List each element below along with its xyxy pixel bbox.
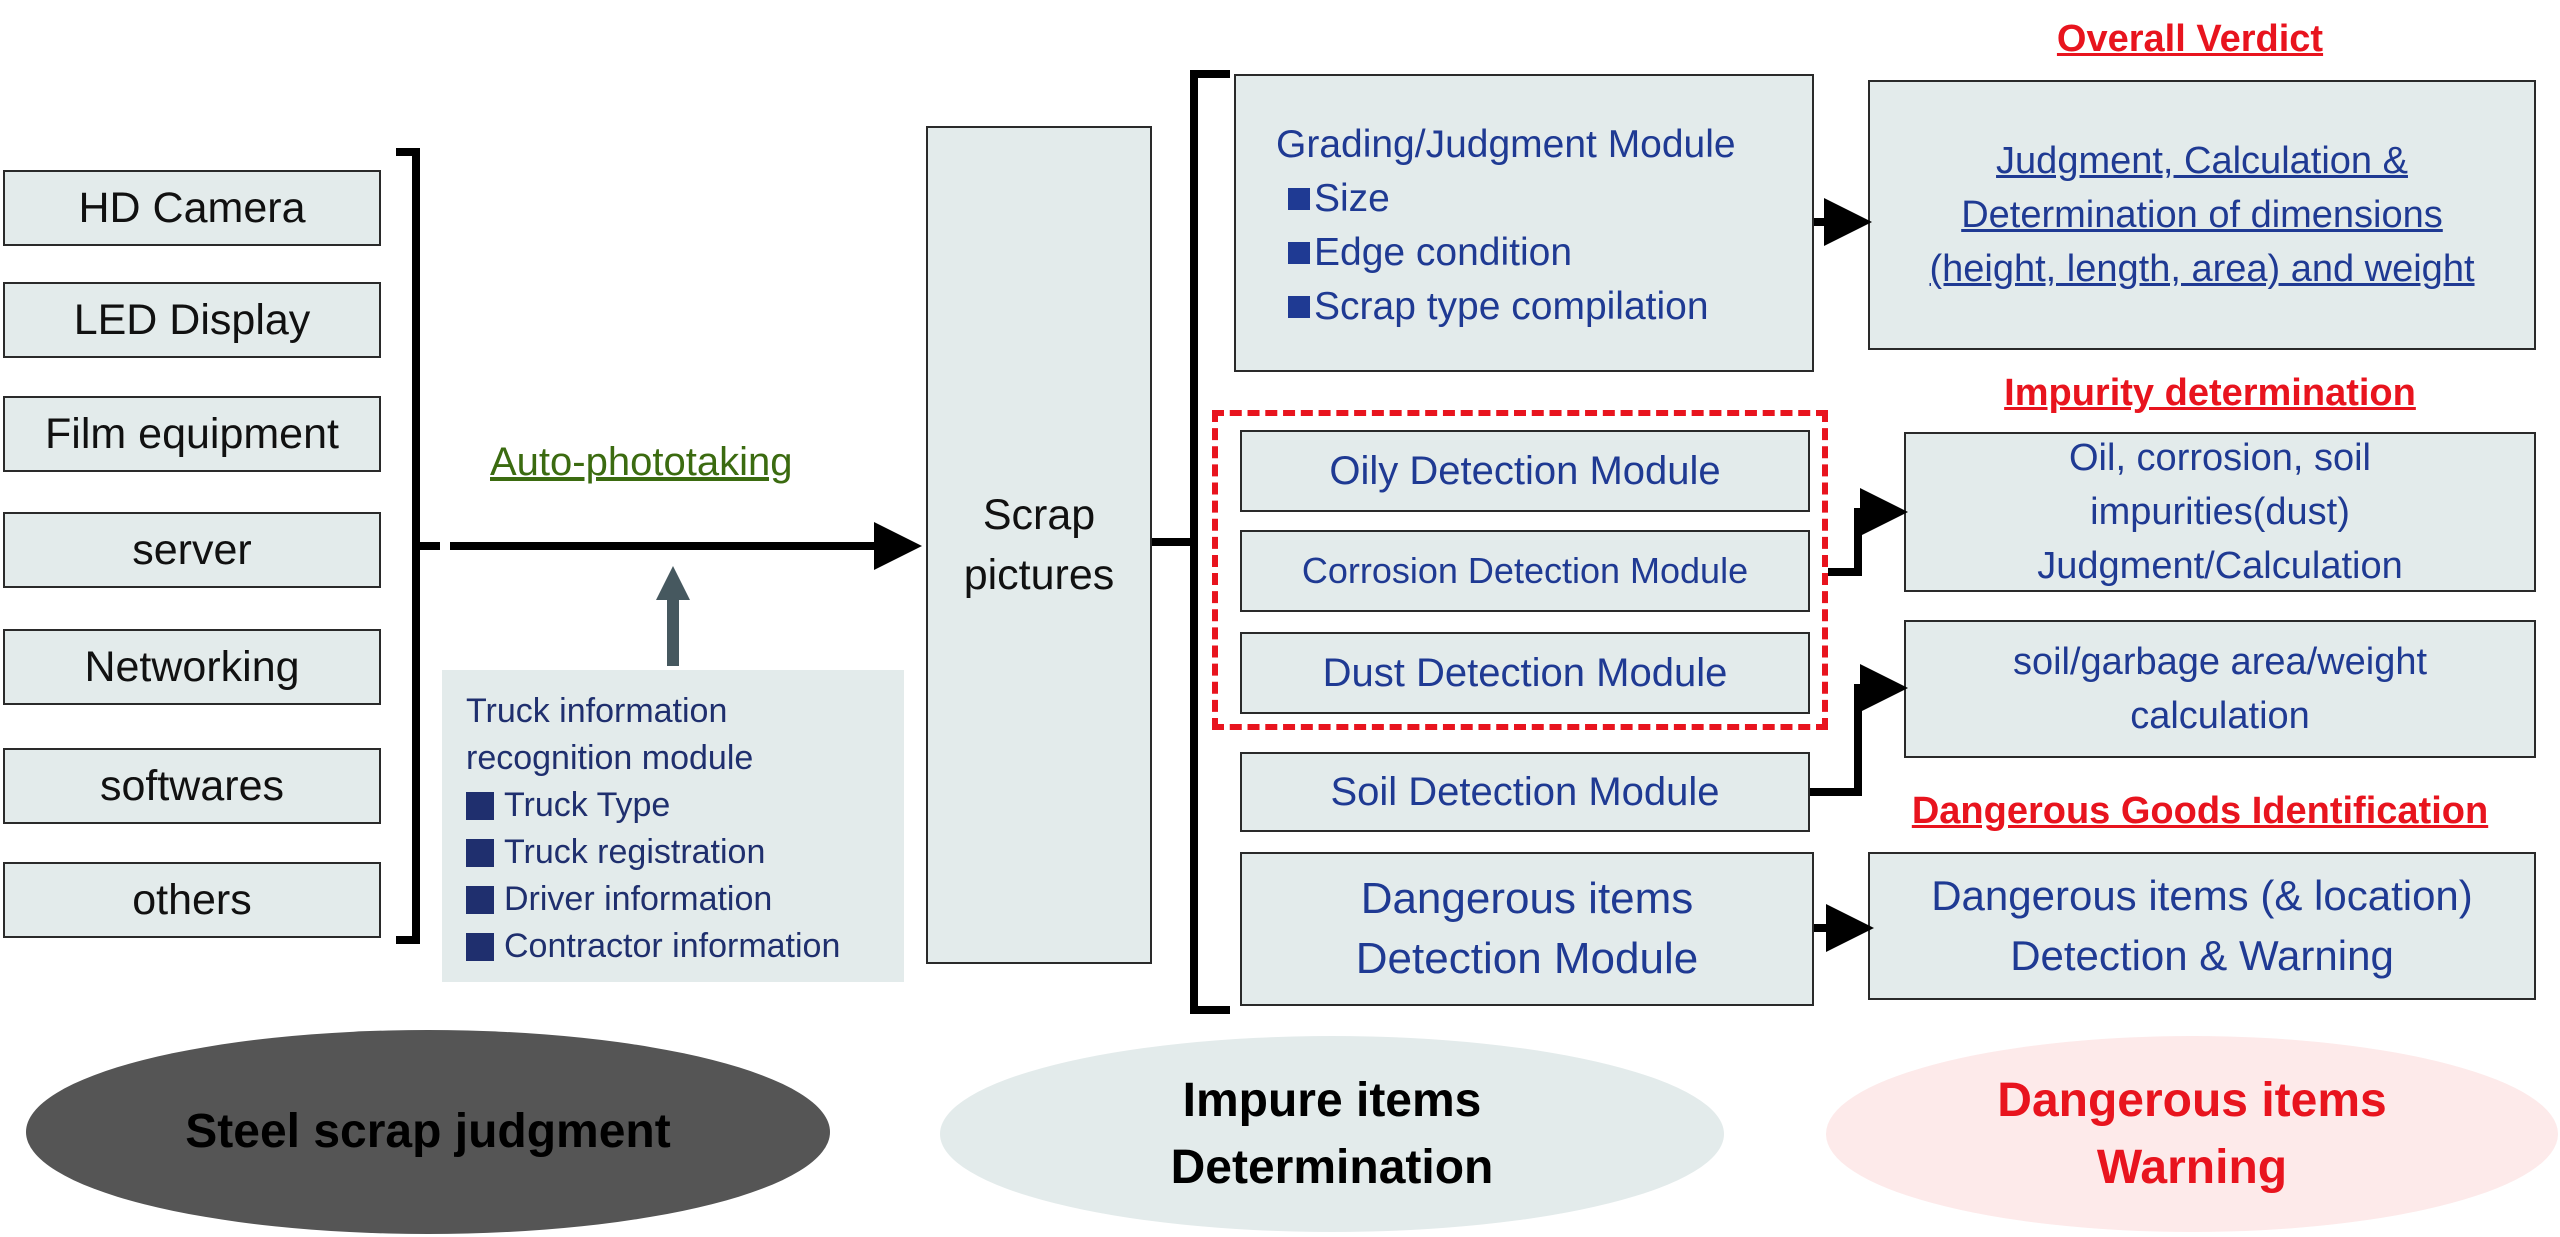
oval-label-line: Warning bbox=[2096, 1141, 2288, 1194]
impurity-output-box: Oil, corrosion, soil impurities(dust) Ju… bbox=[1904, 432, 2536, 592]
grading-item-label: Size bbox=[1314, 177, 1390, 220]
input-label: softwares bbox=[99, 761, 284, 810]
input-label: HD Camera bbox=[78, 183, 306, 232]
truck-info-title-line: recognition module bbox=[466, 739, 754, 777]
judgment-line: Judgment, Calculation & bbox=[1996, 140, 2408, 182]
input-box-softwares: softwares bbox=[3, 748, 381, 824]
soil-arrow bbox=[1810, 664, 1908, 796]
truck-item-label: Contractor information bbox=[504, 927, 841, 965]
scrap-pictures-box: Scrap pictures bbox=[926, 126, 1152, 964]
input-label: Networking bbox=[84, 642, 300, 691]
auto-phototaking-label: Auto-phototaking bbox=[490, 440, 793, 484]
soil-line: calculation bbox=[2130, 695, 2310, 737]
impurity-line: Oil, corrosion, soil bbox=[2069, 437, 2371, 479]
dangerous-items-detection-module: Dangerous items Detection Module bbox=[1240, 852, 1814, 1006]
impurity-determination-heading: Impurity determination bbox=[2004, 372, 2416, 414]
module-label: Corrosion Detection Module bbox=[1301, 550, 1749, 591]
truck-info-item: Truck registration bbox=[466, 829, 904, 876]
oval-label-line: Impure items bbox=[1182, 1073, 1482, 1127]
danger-output-box: Dangerous items (& location) Detection &… bbox=[1868, 852, 2536, 1000]
dangerous-items-warning-oval: Dangerous items Warning bbox=[1826, 1036, 2558, 1232]
input-box-server: server bbox=[3, 512, 381, 588]
truck-item-label: Driver information bbox=[504, 880, 773, 918]
truck-info-module: Truck information recognition module Tru… bbox=[442, 670, 904, 982]
truck-item-label: Truck registration bbox=[504, 833, 766, 871]
left-bracket bbox=[396, 148, 420, 944]
scrap-line: pictures bbox=[963, 551, 1115, 599]
grading-item-label: Edge condition bbox=[1314, 231, 1573, 274]
grading-title: Grading/Judgment Module bbox=[1276, 123, 1736, 166]
truck-info-item: Contractor information bbox=[466, 923, 904, 970]
judgment-output-box: Judgment, Calculation & Determination of… bbox=[1868, 80, 2536, 350]
danger-line: Detection & Warning bbox=[2010, 932, 2394, 979]
module-label: Soil Detection Module bbox=[1330, 769, 1720, 814]
input-box-hd-camera: HD Camera bbox=[3, 170, 381, 246]
impurity-module-group-frame bbox=[1212, 410, 1828, 730]
impurity-line: impurities(dust) bbox=[2090, 491, 2350, 533]
input-label: Film equipment bbox=[45, 409, 339, 458]
square-bullet-icon bbox=[466, 885, 494, 914]
grading-item-label: Scrap type compilation bbox=[1314, 285, 1709, 328]
module-label-line: Detection Module bbox=[1355, 934, 1699, 983]
truck-up-arrow-head-icon bbox=[656, 566, 690, 600]
judgment-line: (height, length, area) and weight bbox=[1929, 248, 2475, 290]
right-bracket bbox=[1190, 70, 1230, 1014]
input-label: server bbox=[132, 525, 252, 574]
input-label: LED Display bbox=[73, 295, 311, 344]
corrosion-detection-module: Corrosion Detection Module bbox=[1240, 530, 1810, 612]
grading-item: Size bbox=[1288, 172, 1736, 226]
impurity-arrow bbox=[1828, 488, 1908, 576]
input-box-led-display: LED Display bbox=[3, 282, 381, 358]
impurity-line: Judgment/Calculation bbox=[2037, 545, 2403, 587]
danger-line: Dangerous items (& location) bbox=[1931, 872, 2473, 919]
soil-detection-module: Soil Detection Module bbox=[1240, 752, 1810, 832]
steel-scrap-judgment-oval: Steel scrap judgment bbox=[26, 1030, 830, 1234]
square-bullet-icon bbox=[466, 791, 494, 820]
impure-items-oval: Impure items Determination bbox=[940, 1036, 1724, 1232]
module-label: Dust Detection Module bbox=[1322, 650, 1728, 695]
square-bullet-icon bbox=[466, 838, 494, 867]
module-label-line: Dangerous items bbox=[1360, 874, 1694, 923]
dangerous-goods-heading: Dangerous Goods Identification bbox=[1911, 790, 2489, 832]
oval-label-line: Dangerous items bbox=[1997, 1073, 2387, 1127]
grading-item: Scrap type compilation bbox=[1288, 280, 1736, 334]
dust-detection-module: Dust Detection Module bbox=[1240, 632, 1810, 714]
truck-info-title-line: Truck information bbox=[466, 692, 728, 730]
oval-label-line: Determination bbox=[1170, 1141, 1494, 1194]
square-bullet-icon bbox=[1288, 296, 1310, 318]
scrap-line: Scrap bbox=[982, 491, 1096, 539]
square-bullet-icon bbox=[1288, 188, 1310, 210]
square-bullet-icon bbox=[466, 932, 494, 961]
overall-verdict-heading: Overall Verdict bbox=[2056, 18, 2324, 60]
input-box-film-equipment: Film equipment bbox=[3, 396, 381, 472]
soil-line: soil/garbage area/weight bbox=[2012, 641, 2428, 683]
soil-output-box: soil/garbage area/weight calculation bbox=[1904, 620, 2536, 758]
square-bullet-icon bbox=[1288, 242, 1310, 264]
grading-item: Edge condition bbox=[1288, 226, 1736, 280]
truck-item-label: Truck Type bbox=[504, 786, 671, 824]
input-box-networking: Networking bbox=[3, 629, 381, 705]
judgment-line: Determination of dimensions bbox=[1961, 194, 2443, 236]
input-box-others: others bbox=[3, 862, 381, 938]
grading-judgment-module: Grading/Judgment Module Size Edge condit… bbox=[1234, 74, 1814, 372]
oily-detection-module: Oily Detection Module bbox=[1240, 430, 1810, 512]
module-label: Oily Detection Module bbox=[1329, 448, 1721, 493]
input-label: others bbox=[132, 875, 252, 924]
oval-label: Steel scrap judgment bbox=[185, 1105, 671, 1159]
truck-info-item: Truck Type bbox=[466, 782, 904, 829]
truck-info-item: Driver information bbox=[466, 876, 904, 923]
